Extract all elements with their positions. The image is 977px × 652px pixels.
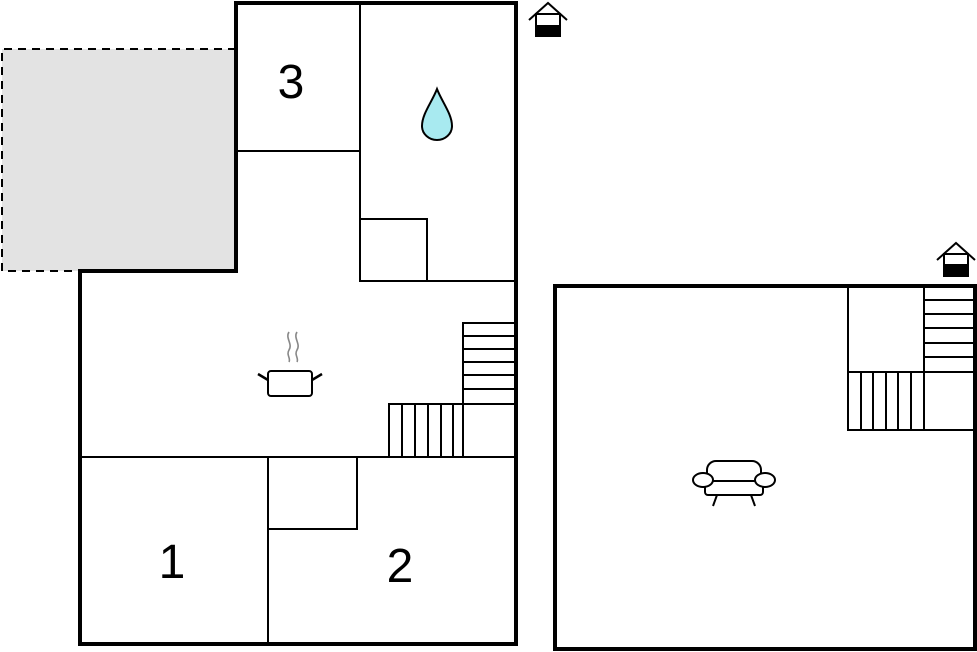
house-entrance-icon-upper xyxy=(936,241,976,277)
upper-floor xyxy=(553,284,977,651)
staircase-ground-horizontal xyxy=(388,403,517,458)
room-label-2: 2 xyxy=(387,540,414,593)
upper-floor-outer-wall xyxy=(553,284,977,651)
upper-stair-enclosure xyxy=(847,286,975,431)
terrace-border xyxy=(1,48,236,272)
ground-floor-outer-wall xyxy=(78,1,518,646)
sofa-icon xyxy=(692,460,776,507)
ground-floor: 3 1 2 xyxy=(78,1,518,646)
house-entrance-icon xyxy=(528,1,568,37)
water-drop-icon xyxy=(420,86,454,142)
room-label-1: 1 xyxy=(159,536,186,589)
terrace-fill xyxy=(2,49,236,271)
room2-closet xyxy=(267,456,358,530)
cooking-pot-icon xyxy=(257,331,323,397)
bathroom-closet xyxy=(359,218,428,282)
staircase-upper-vertical xyxy=(924,299,975,373)
staircase-upper-horizontal xyxy=(860,372,912,430)
room-label-3: 3 xyxy=(278,56,305,109)
staircase-ground-vertical xyxy=(462,322,517,405)
